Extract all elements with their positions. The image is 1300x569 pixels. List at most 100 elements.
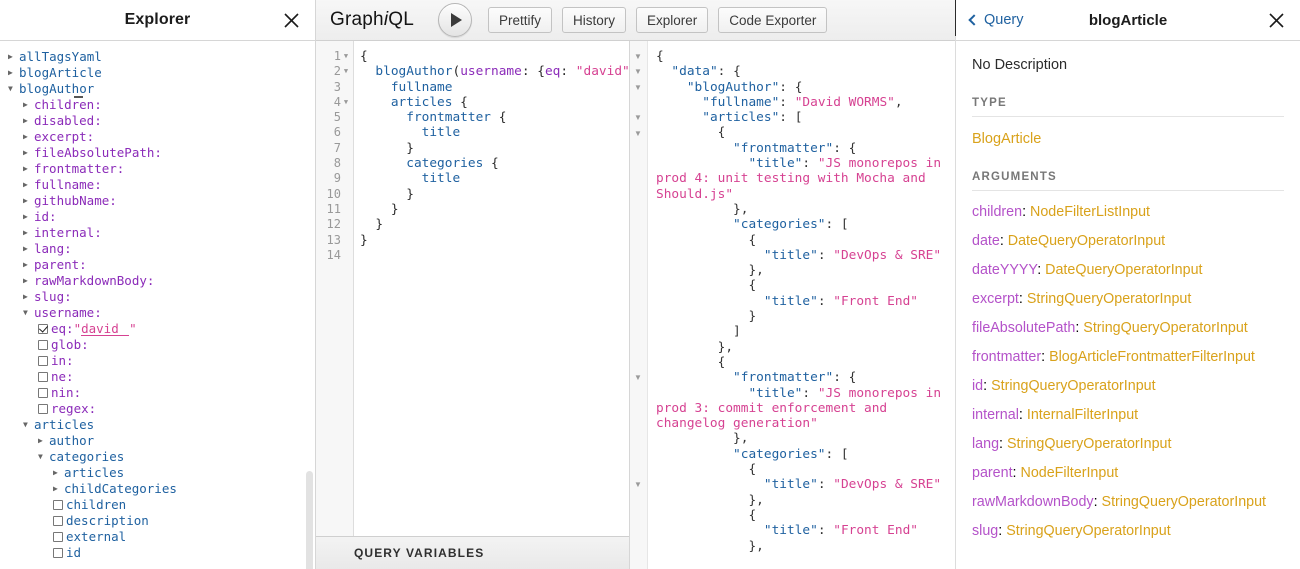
doc-type-link[interactable]: BlogArticle: [972, 131, 1042, 147]
explorer-tree-item[interactable]: articles: [0, 417, 315, 433]
explorer-tree-item[interactable]: id: [0, 545, 315, 561]
explorer-tree[interactable]: allTagsYamlblogArticleblogAuthorchildren…: [0, 41, 315, 569]
checkbox-icon[interactable]: [53, 548, 63, 558]
doc-argument-type[interactable]: BlogArticleFrontmatterFilterInput: [1049, 349, 1255, 365]
doc-argument-name[interactable]: frontmatter: [972, 349, 1042, 365]
explorer-tree-item[interactable]: lang:: [0, 241, 315, 257]
close-icon[interactable]: [281, 10, 301, 30]
explorer-scrollbar[interactable]: [306, 471, 313, 569]
explorer-tree-item[interactable]: articles: [0, 465, 315, 481]
doc-argument-type[interactable]: DateQueryOperatorInput: [1045, 262, 1203, 278]
query-variables-bar[interactable]: QUERY VARIABLES: [316, 536, 629, 569]
explorer-tree-item[interactable]: blogAuthor: [0, 81, 315, 97]
explorer-tree-item[interactable]: fileAbsolutePath:: [0, 145, 315, 161]
chevron-right-icon[interactable]: [23, 209, 34, 225]
fold-toggle-icon[interactable]: ▼: [634, 82, 642, 92]
result-gutter[interactable]: ▼▼▼▼▼▼▼: [630, 41, 648, 569]
explorer-tree-item[interactable]: githubName:: [0, 193, 315, 209]
chevron-right-icon[interactable]: [8, 65, 19, 81]
chevron-right-icon[interactable]: [23, 241, 34, 257]
fold-toggle-icon[interactable]: ▼: [343, 52, 349, 60]
checkbox-icon[interactable]: [53, 532, 63, 542]
doc-argument-name[interactable]: id: [972, 378, 984, 394]
doc-argument-name[interactable]: children: [972, 204, 1023, 220]
execute-query-button[interactable]: [437, 3, 472, 37]
chevron-right-icon[interactable]: [53, 465, 64, 481]
checkbox-icon[interactable]: [38, 324, 48, 334]
explorer-tree-item[interactable]: parent:: [0, 257, 315, 273]
explorer-tree-item[interactable]: slug:: [0, 289, 315, 305]
fold-toggle-icon[interactable]: ▼: [634, 67, 642, 77]
doc-argument-type[interactable]: InternalFilterInput: [1026, 407, 1139, 423]
fold-toggle-icon[interactable]: ▼: [634, 373, 642, 383]
chevron-right-icon[interactable]: [38, 433, 49, 449]
chevron-right-icon[interactable]: [23, 257, 34, 273]
doc-argument-type[interactable]: NodeFilterListInput: [1030, 204, 1151, 220]
explorer-tree-item[interactable]: categories: [0, 449, 315, 465]
explorer-tree-item[interactable]: external: [0, 529, 315, 545]
fold-toggle-icon[interactable]: ▼: [343, 97, 349, 106]
chevron-right-icon[interactable]: [23, 193, 34, 209]
explorer-tree-item[interactable]: glob:: [0, 337, 315, 353]
chevron-down-icon[interactable]: [23, 305, 34, 321]
checkbox-icon[interactable]: [38, 340, 48, 350]
explorer-tree-item[interactable]: allTagsYaml: [0, 49, 315, 65]
chevron-down-icon[interactable]: [8, 81, 19, 97]
doc-argument-name[interactable]: slug: [972, 523, 999, 539]
chevron-right-icon[interactable]: [23, 145, 34, 161]
fold-toggle-icon[interactable]: ▼: [634, 480, 642, 490]
fold-toggle-icon[interactable]: ▼: [634, 128, 642, 138]
chevron-right-icon[interactable]: [23, 273, 34, 289]
doc-argument-type[interactable]: StringQueryOperatorInput: [1083, 320, 1248, 336]
doc-argument-type[interactable]: NodeFilterInput: [1020, 465, 1119, 481]
explorer-tree-item[interactable]: eq: "": [0, 321, 315, 337]
chevron-right-icon[interactable]: [23, 129, 34, 145]
explorer-tree-item[interactable]: rawMarkdownBody:: [0, 273, 315, 289]
explorer-tree-item[interactable]: description: [0, 513, 315, 529]
history-button[interactable]: History: [562, 7, 627, 33]
explorer-tree-item[interactable]: username:: [0, 305, 315, 321]
doc-argument-name[interactable]: lang: [972, 436, 1000, 452]
doc-argument-type[interactable]: StringQueryOperatorInput: [991, 378, 1156, 394]
fold-toggle-icon[interactable]: ▼: [634, 52, 642, 61]
explorer-tree-item[interactable]: excerpt:: [0, 129, 315, 145]
checkbox-icon[interactable]: [53, 500, 63, 510]
explorer-tree-item[interactable]: author: [0, 433, 315, 449]
explorer-tree-item[interactable]: regex:: [0, 401, 315, 417]
code-exporter-button[interactable]: Code Exporter: [718, 7, 828, 33]
explorer-tree-item[interactable]: disabled:: [0, 113, 315, 129]
doc-argument-name[interactable]: excerpt: [972, 291, 1019, 307]
checkbox-icon[interactable]: [38, 404, 48, 414]
chevron-right-icon[interactable]: [23, 177, 34, 193]
doc-argument-name[interactable]: fileAbsolutePath: [972, 320, 1076, 336]
doc-argument-type[interactable]: StringQueryOperatorInput: [1026, 291, 1192, 307]
chevron-right-icon[interactable]: [23, 289, 34, 305]
chevron-right-icon[interactable]: [23, 97, 34, 113]
chevron-right-icon[interactable]: [8, 49, 19, 65]
prettify-button[interactable]: Prettify: [487, 7, 552, 33]
doc-argument-name[interactable]: rawMarkdownBody: [972, 494, 1094, 510]
explorer-tree-item[interactable]: children:: [0, 97, 315, 113]
doc-argument-type[interactable]: StringQueryOperatorInput: [1006, 523, 1171, 539]
chevron-down-icon[interactable]: [23, 417, 34, 433]
doc-argument-type[interactable]: StringQueryOperatorInput: [1006, 436, 1172, 452]
doc-back-link[interactable]: Query: [968, 12, 1024, 28]
explorer-button[interactable]: Explorer: [636, 7, 709, 33]
explorer-tree-item[interactable]: in:: [0, 353, 315, 369]
doc-argument-name[interactable]: internal: [972, 407, 1019, 423]
explorer-tree-item[interactable]: nin:: [0, 385, 315, 401]
checkbox-icon[interactable]: [38, 372, 48, 382]
doc-argument-type[interactable]: StringQueryOperatorInput: [1101, 494, 1267, 510]
chevron-right-icon[interactable]: [23, 113, 34, 129]
explorer-tree-item[interactable]: blogArticle: [0, 65, 315, 81]
doc-argument-name[interactable]: dateYYYY: [972, 262, 1038, 278]
explorer-tree-item[interactable]: childCategories: [0, 481, 315, 497]
chevron-right-icon[interactable]: [23, 161, 34, 177]
explorer-tree-item[interactable]: fullname:: [0, 177, 315, 193]
chevron-right-icon[interactable]: [23, 225, 34, 241]
explorer-tree-item[interactable]: ne:: [0, 369, 315, 385]
checkbox-icon[interactable]: [53, 516, 63, 526]
explorer-tree-item[interactable]: id:: [0, 209, 315, 225]
